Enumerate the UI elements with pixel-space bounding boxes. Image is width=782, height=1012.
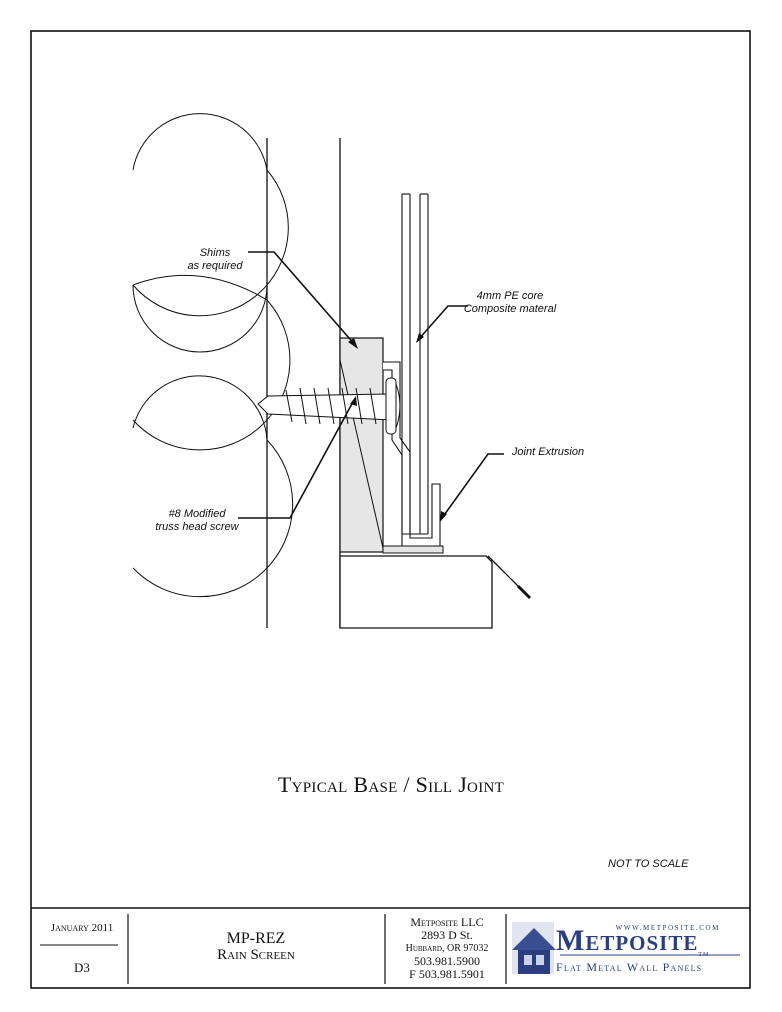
shim-wedge <box>339 359 384 549</box>
core-callout-line-2: Composite materal <box>463 303 557 315</box>
shims-arrow <box>348 338 358 349</box>
screw-leader <box>238 399 355 519</box>
leader-lines <box>238 251 504 519</box>
sheet-number: D3 <box>74 960 90 975</box>
scale-note: NOT TO SCALE <box>608 858 689 870</box>
shims-callout-line-2: as required <box>187 260 243 272</box>
issue-date: January 2011 <box>50 922 114 934</box>
screw-callout-line-2: truss head screw <box>155 521 239 533</box>
screw <box>257 377 401 435</box>
logo-name-text: Metposite <box>556 924 699 957</box>
logo-tm: TM <box>698 952 710 958</box>
extrusion-arrow <box>440 511 447 522</box>
screw-callout-line-1: #8 Modified <box>168 508 226 520</box>
drawing-title: Typical Base / Sill Joint <box>277 772 505 797</box>
extrusion-callout-line-1: Joint Extrusion <box>511 446 585 458</box>
shims-leader <box>248 251 357 347</box>
logo-tagline: Flat Metal Wall Panels <box>556 960 703 974</box>
extrusion-leader <box>441 453 504 519</box>
sill-drip-tip <box>516 584 532 600</box>
company-address-block: Metposite LLC 2893 D St. Hubbard, OR 970… <box>388 916 506 981</box>
company-street: 2893 D St. <box>421 928 473 942</box>
core-leader <box>417 305 468 341</box>
product-code: MP-REZ <box>226 930 286 947</box>
company-name: Metposite LLC <box>410 915 484 929</box>
product-subtitle: Rain Screen <box>217 947 295 963</box>
logo-wordmark: MetpositeTM <box>556 924 756 958</box>
logo-building-icon <box>512 922 556 974</box>
company-phone: 503.981.5900 <box>414 954 480 968</box>
core-callout-line-1: 4mm PE core <box>476 290 544 302</box>
shims-callout: Shims as required <box>170 247 260 273</box>
sill-block <box>339 555 493 629</box>
screw-callout: #8 Modified truss head screw <box>142 508 252 534</box>
logo-url: WWW.METPOSITE.COM <box>615 924 720 932</box>
screw-arrow <box>350 396 357 406</box>
extrusion-callout: Joint Extrusion <box>500 446 596 459</box>
shims-callout-line-1: Shims <box>199 247 231 259</box>
leader-arrowheads <box>348 333 447 522</box>
core-arrow <box>416 333 424 343</box>
composite-panel <box>401 193 429 535</box>
sheet-border <box>30 30 751 989</box>
company-city: Hubbard, OR 97032 <box>405 943 489 954</box>
insulation-symbol <box>132 113 294 598</box>
joint-extrusion-foot <box>382 545 444 554</box>
core-callout: 4mm PE core Composite materal <box>448 290 572 316</box>
company-fax: F 503.981.5901 <box>409 967 485 981</box>
